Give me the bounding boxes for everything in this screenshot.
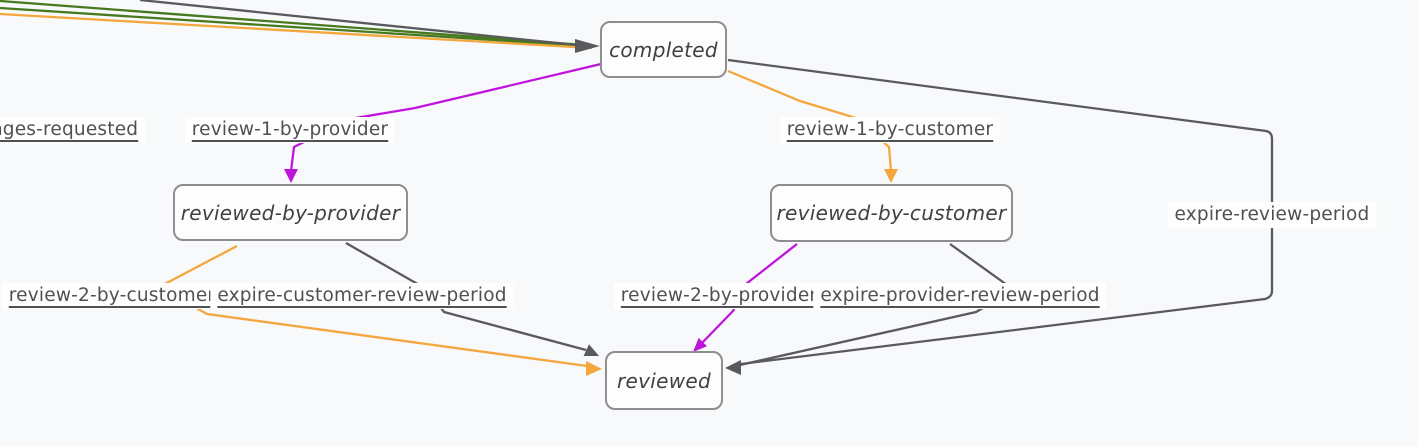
edge-review-2-by-customer-arrowhead <box>586 361 602 376</box>
transition-label-review-1-by-customer[interactable]: review-1-by-customer <box>779 117 1001 143</box>
state-completed: completed <box>600 21 727 78</box>
state-reviewed-label: reviewed <box>617 368 711 393</box>
state-reviewed-by-customer: reviewed-by-customer <box>770 184 1013 242</box>
state-reviewed: reviewed <box>605 351 723 410</box>
edge-incoming-orange-line <box>0 12 593 50</box>
edge-incoming-arrowhead <box>575 39 600 53</box>
edge-incoming-green-line-2 <box>0 6 579 47</box>
transition-label-review-1-by-provider[interactable]: review-1-by-provider <box>184 117 396 143</box>
transition-label-expire-provider-review-period[interactable]: expire-provider-review-period <box>813 283 1107 309</box>
transition-label-expire-review-period[interactable]: expire-review-period <box>1167 202 1377 228</box>
edge-review-2-by-provider-arrowhead <box>693 337 707 352</box>
state-reviewed-by-provider: reviewed-by-provider <box>173 184 408 241</box>
state-reviewed-by-provider-label: reviewed-by-provider <box>180 200 401 225</box>
edge-expire-customer-review-period-arrowhead <box>583 344 599 356</box>
edge-review-1-by-provider-arrowhead <box>284 169 298 183</box>
edge-into-reviewed-right-arrowhead <box>725 360 741 375</box>
transition-label-expire-customer-review-period[interactable]: expire-customer-review-period <box>210 283 514 309</box>
transition-label-review-2-by-customer[interactable]: review-2-by-customer <box>1 283 223 309</box>
state-completed-label: completed <box>609 37 718 62</box>
transition-label-changes-requested[interactable]: changes-requested <box>0 117 146 143</box>
transition-label-review-2-by-provider[interactable]: review-2-by-provider <box>613 283 825 309</box>
edge-review-1-by-customer-arrowhead <box>884 169 898 183</box>
edge-incoming-gray-line <box>139 0 578 47</box>
state-reviewed-by-customer-label: reviewed-by-customer <box>776 201 1007 225</box>
edge-incoming-green-line-1 <box>0 0 579 46</box>
